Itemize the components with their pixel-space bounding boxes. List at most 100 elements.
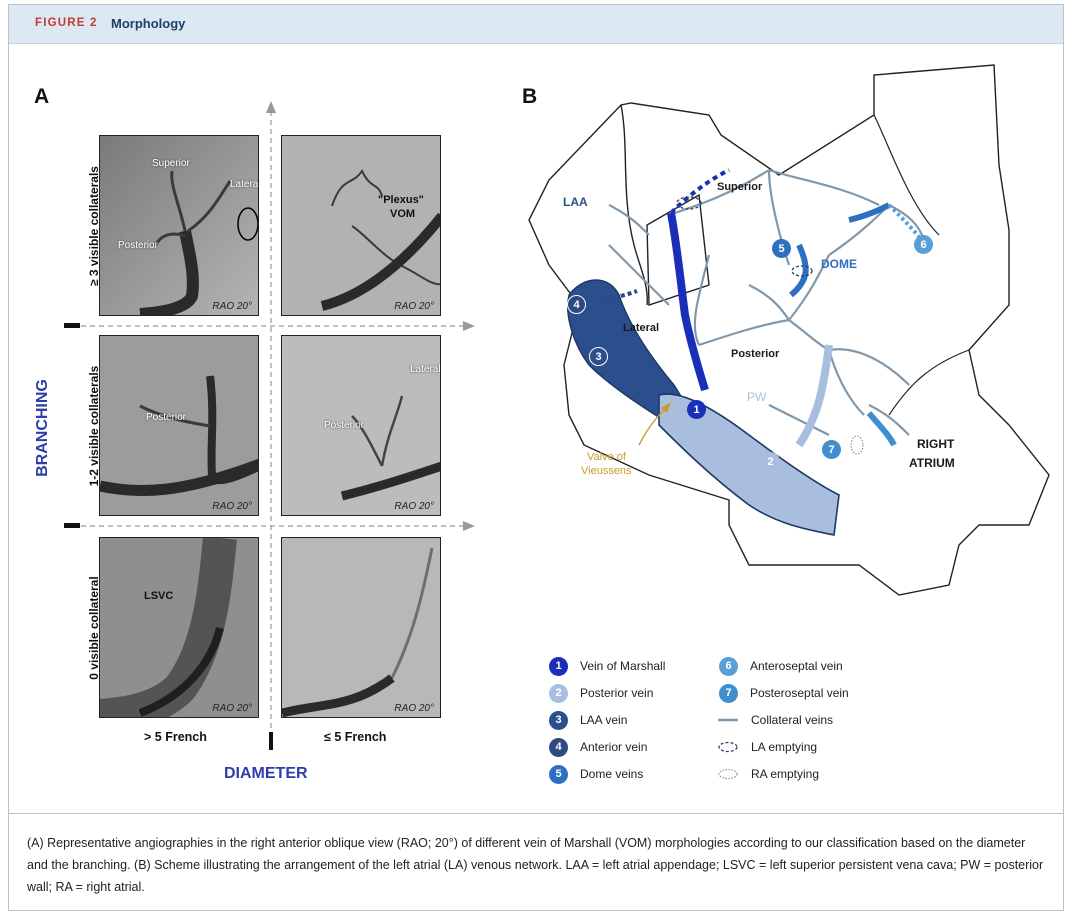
legend-label: LAA vein — [580, 713, 628, 727]
label-posterior: Posterior — [146, 412, 187, 423]
label-superior: Superior — [717, 181, 763, 193]
label-superior: Superior — [152, 158, 190, 169]
la-emptying-icon — [718, 741, 738, 753]
legend-label: Vein of Marshall — [580, 659, 666, 673]
badge-posteroseptal: 7 — [822, 440, 841, 459]
angio-image — [282, 136, 440, 315]
view-label: RAO 20° — [394, 301, 434, 312]
label-lateral: Lateral — [230, 179, 259, 190]
angio-image — [100, 538, 258, 717]
dome-vein-1 — [789, 243, 809, 298]
angio-image — [282, 336, 440, 515]
row-divider-mark-2 — [64, 523, 80, 528]
legend-item-5: 5 Dome veins — [549, 764, 643, 784]
label-vom: VOM — [390, 208, 416, 220]
legend-item-1: 1 Vein of Marshall — [549, 656, 665, 676]
angio-row3-col1: LSVC RAO 20° — [99, 537, 259, 718]
view-label: RAO 20° — [394, 703, 434, 714]
ra-boundary — [873, 114, 940, 236]
legend-label: LA emptying — [751, 740, 818, 754]
legend-item-3: 3 LAA vein — [549, 710, 627, 730]
label-laa: LAA — [563, 195, 588, 209]
ra-emptying-icon — [718, 768, 738, 780]
legend-item-2: 2 Posterior vein — [549, 683, 653, 703]
badge-laa: 3 — [589, 347, 608, 366]
figure-caption: (A) Representative angiographies in the … — [9, 813, 1063, 911]
badge-posterior: 2 — [761, 452, 780, 471]
legend-badge: 1 — [549, 656, 568, 676]
figure-number: FIGURE 2 — [35, 17, 98, 29]
angio-row2-col1: Posterior RAO 20° — [99, 335, 259, 516]
atria-outline — [528, 64, 1050, 596]
badge-anterior: 4 — [567, 295, 586, 314]
angio-image — [282, 538, 440, 717]
ra-boundary-2 — [888, 349, 970, 416]
badge-vom: 1 — [687, 400, 706, 419]
posterior-vein — [795, 344, 833, 448]
label-dome: DOME — [821, 257, 857, 271]
label-right: RIGHT — [917, 437, 955, 451]
legend-label: Anterior vein — [580, 740, 648, 754]
col-label-small: ≤ 5 French — [324, 730, 387, 744]
legend-item-collateral: Collateral veins — [717, 710, 833, 730]
la-emptying-marker — [676, 196, 702, 210]
view-label: RAO 20° — [212, 703, 252, 714]
legend-badge: 7 — [719, 683, 738, 703]
valve-arrowhead — [661, 402, 671, 413]
coronary-sinus — [658, 393, 840, 536]
view-label: RAO 20° — [394, 501, 434, 512]
label-atrium: ATRIUM — [909, 456, 955, 470]
legend-label: Posterior vein — [580, 686, 654, 700]
legend-item-7: 7 Posteroseptal vein — [719, 683, 849, 703]
collateral-line-icon — [718, 718, 738, 722]
legend-label: Anteroseptal vein — [750, 659, 843, 673]
view-label: RAO 20° — [212, 501, 252, 512]
row-divider-mark-1 — [64, 323, 80, 328]
figure-header: FIGURE 2 Morphology — [9, 5, 1063, 44]
legend-label: Posteroseptal vein — [750, 686, 849, 700]
axis-title-diameter: DIAMETER — [224, 765, 308, 782]
badge-anteroseptal: 6 — [914, 235, 933, 254]
label-valve-2: Vieussens — [581, 465, 632, 477]
legend-badge: 3 — [549, 710, 568, 730]
la-emptying-marker — [791, 265, 813, 277]
label-lateral: Lateral — [623, 322, 660, 334]
figure-title: Morphology — [111, 16, 186, 31]
col-divider-mark — [269, 732, 273, 750]
label-plexus: "Plexus" — [378, 194, 424, 206]
angio-row3-col2: RAO 20° — [281, 537, 441, 718]
badge-dome: 5 — [772, 239, 791, 258]
legend-badge: 6 — [719, 656, 738, 676]
ra-emptying-marker — [850, 435, 864, 455]
legend-label: RA emptying — [751, 767, 820, 781]
label-lsvc: LSVC — [144, 590, 174, 602]
label-posterior: Posterior — [731, 348, 780, 360]
legend-badge: 4 — [549, 737, 568, 757]
figure-frame: FIGURE 2 Morphology A Superior Lateral — [8, 4, 1064, 911]
legend-badge: 2 — [549, 683, 568, 703]
label-pw: PW — [747, 390, 767, 404]
vertical-axis-arrow — [266, 101, 276, 113]
vein-of-marshall — [667, 212, 709, 392]
posteroseptal-vein — [866, 411, 897, 447]
anterior-vein — [600, 289, 638, 305]
venous-scheme — [528, 64, 1050, 596]
vom-dotted — [669, 168, 730, 215]
angio-row1-col2: "Plexus" VOM RAO 20° — [281, 135, 441, 316]
col-label-large: > 5 French — [144, 730, 207, 744]
legend-label: Dome veins — [580, 767, 644, 781]
legend-item-6: 6 Anteroseptal vein — [719, 656, 843, 676]
horizontal-axis-arrow-2 — [463, 521, 475, 531]
legend-item-4: 4 Anterior vein — [549, 737, 647, 757]
label-posterior: Posterior — [118, 240, 159, 251]
angio-row1-col1: Superior Lateral Posterior RAO 20° — [99, 135, 259, 316]
panel-a-grid — [64, 101, 475, 750]
legend-badge: 5 — [549, 764, 568, 784]
legend-item-la-emptying: LA emptying — [717, 737, 817, 757]
angio-row2-col2: Lateral Posterior RAO 20° — [281, 335, 441, 516]
label-posterior: Posterior — [324, 420, 365, 431]
legend-item-ra-emptying: RA emptying — [717, 764, 819, 784]
view-label: RAO 20° — [212, 301, 252, 312]
legend-label: Collateral veins — [751, 713, 834, 727]
angio-image — [100, 136, 258, 315]
